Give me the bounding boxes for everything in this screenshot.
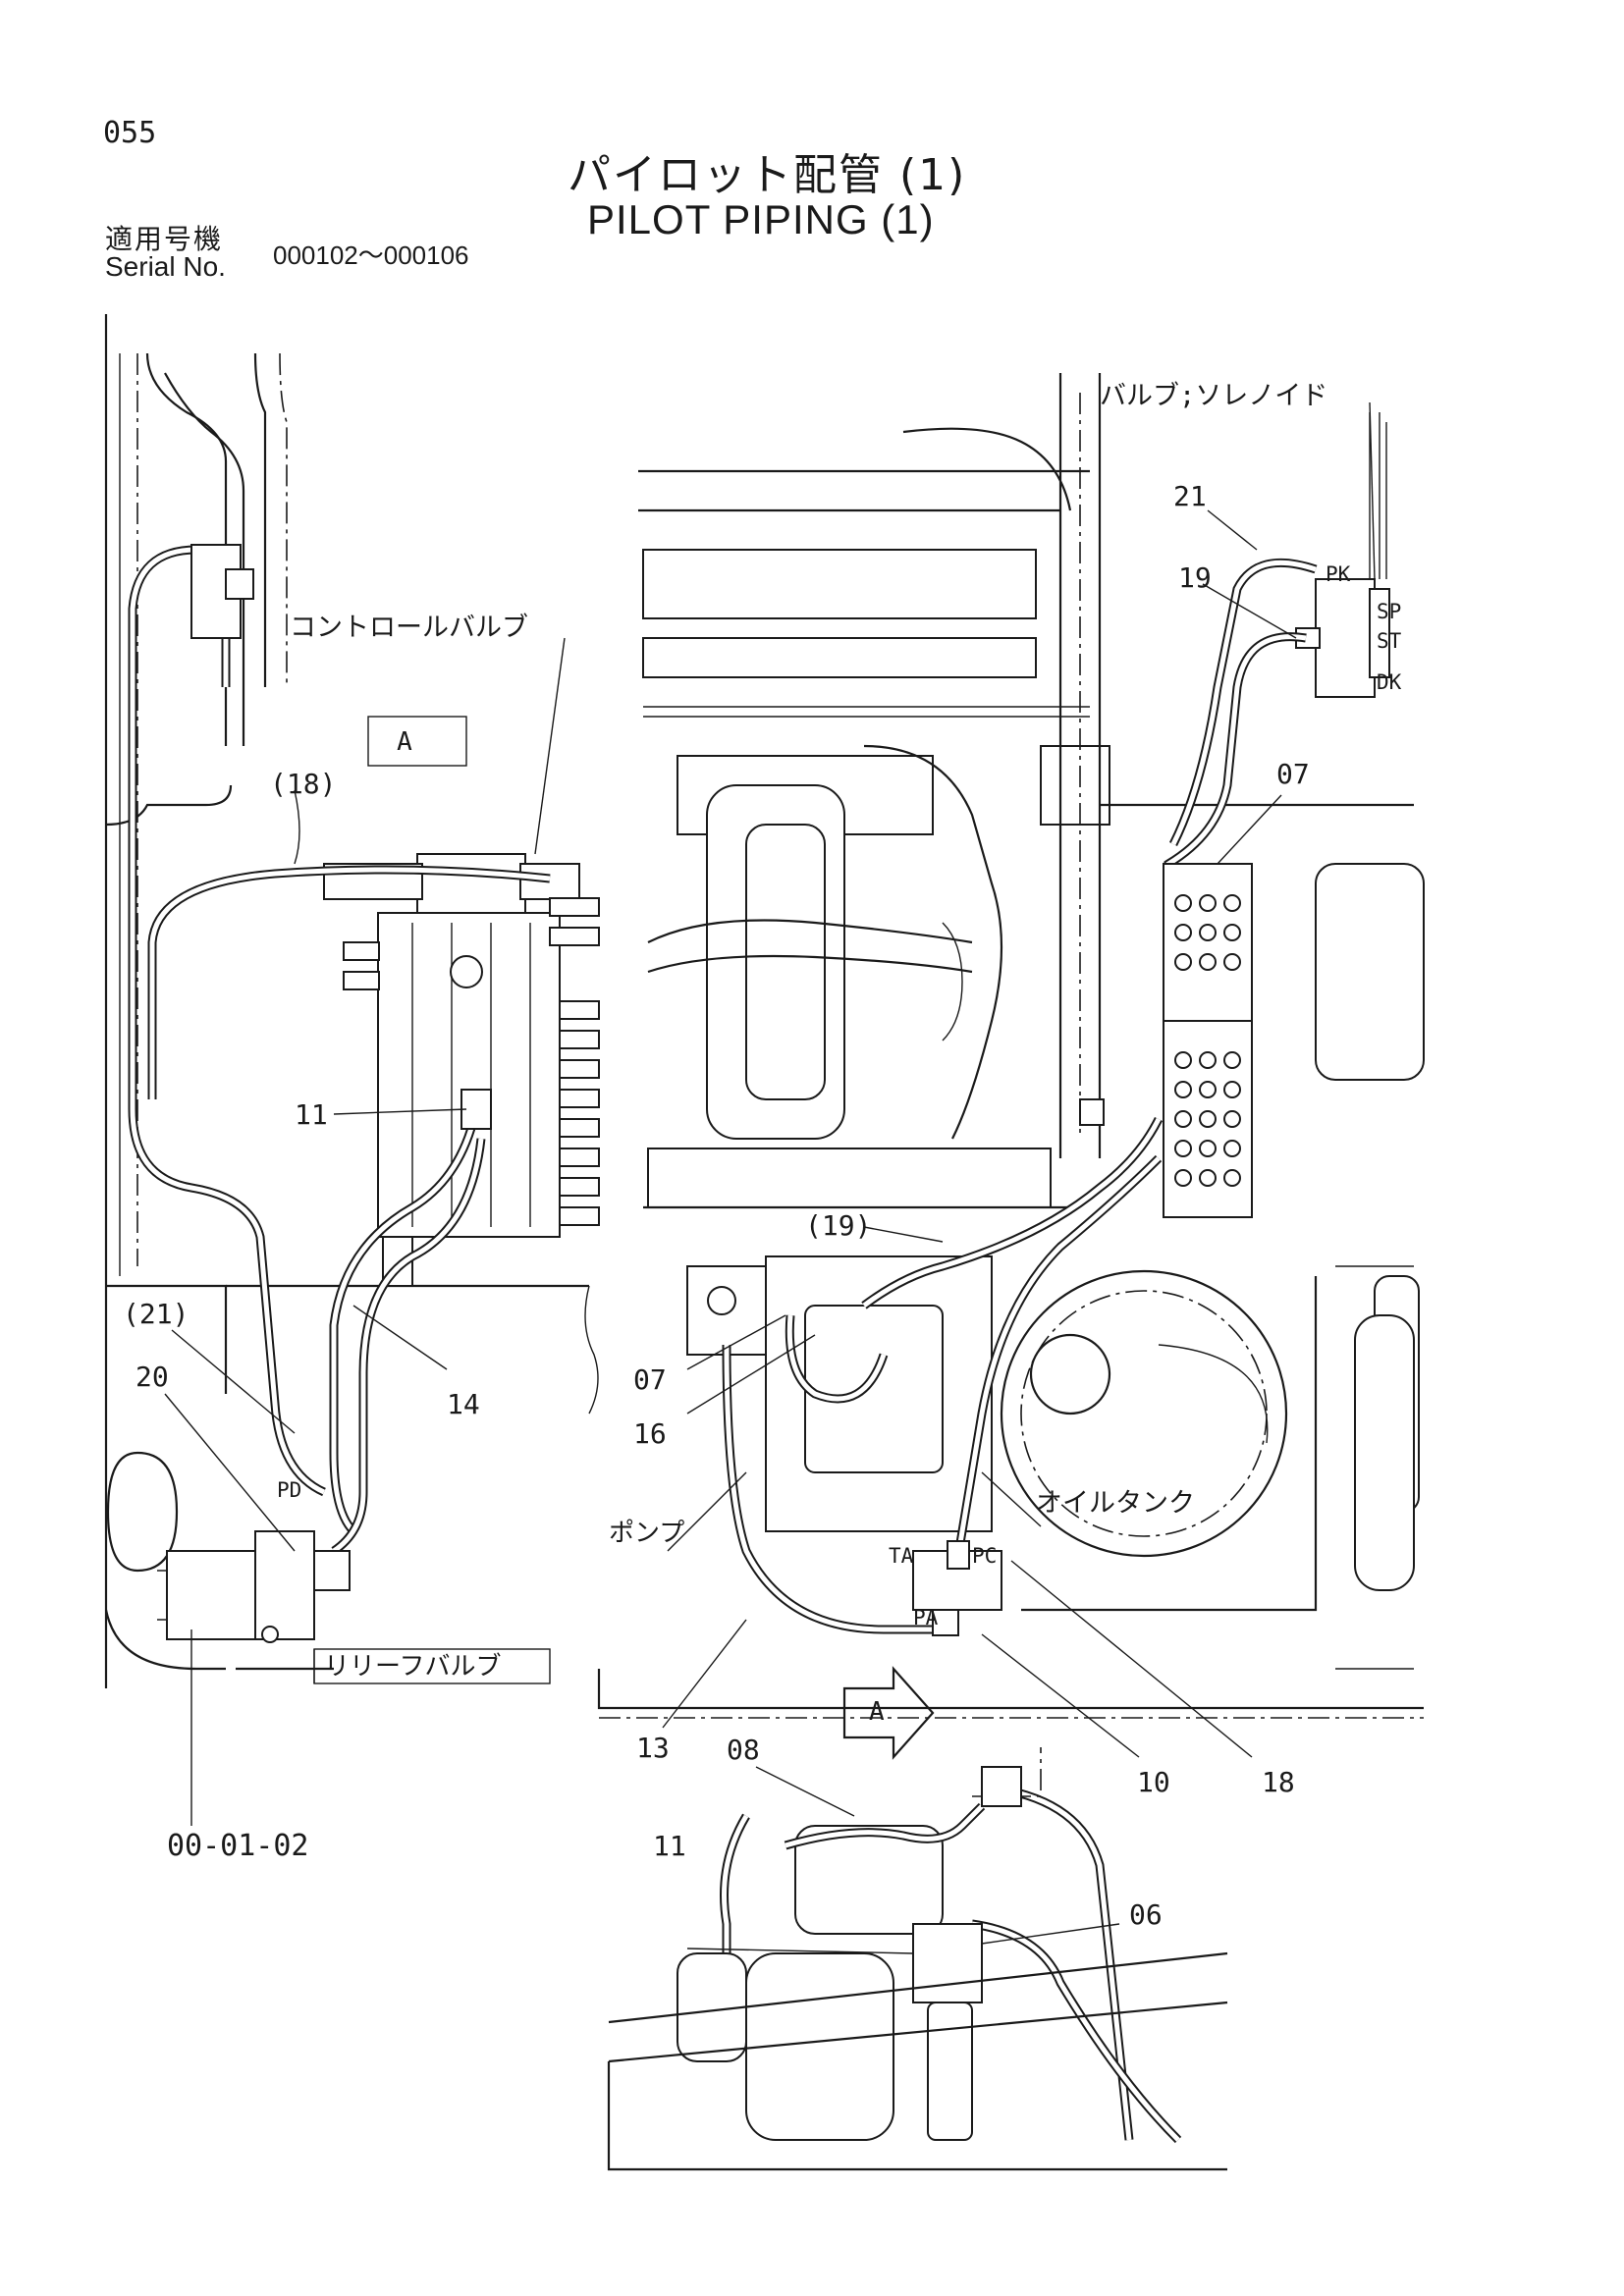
relief-valve	[157, 1530, 351, 1643]
control-valve	[323, 853, 600, 1287]
serial-label-jp: 適用号機	[105, 223, 224, 255]
serial-label-en: Serial No.	[105, 251, 226, 282]
page-title-jp: パイロット配管 (1)	[568, 150, 967, 200]
part-18-ref: (18)	[270, 768, 336, 800]
port-pd: PD	[277, 1478, 301, 1502]
labels: バルブ;ソレノイド コントロールバルブ A A ポンプ オイルタンク リリーフバ…	[123, 381, 1402, 1931]
part-06: 06	[1129, 1898, 1163, 1931]
part-19-ref: (19)	[805, 1209, 871, 1242]
view-a-arrow-label: A	[869, 1697, 885, 1727]
part-07-lower: 07	[633, 1363, 667, 1396]
left-hoses	[128, 544, 551, 1555]
solenoid-valve	[1164, 412, 1390, 883]
part-08: 08	[727, 1734, 760, 1766]
part-13: 13	[636, 1732, 670, 1764]
port-pa: PA	[913, 1606, 939, 1629]
part-20: 20	[135, 1361, 169, 1393]
part-10: 10	[1137, 1766, 1170, 1798]
part-16: 16	[633, 1417, 667, 1450]
part-14: 14	[447, 1388, 480, 1420]
part-11-lower: 11	[653, 1830, 686, 1862]
port-pk: PK	[1326, 562, 1351, 586]
part-07-upper: 07	[1276, 758, 1310, 790]
page-number: 055	[103, 116, 157, 150]
pump-label: ポンプ	[609, 1519, 684, 1548]
pilot-manifold	[1163, 863, 1425, 1513]
relief-valve-label: リリーフバルブ	[324, 1652, 501, 1682]
manifold-fittings	[1174, 894, 1241, 1187]
ref-page-label: 00-01-02	[167, 1829, 309, 1863]
leader-lines	[164, 401, 1376, 1954]
oil-tank-label: オイルタンク	[1036, 1488, 1195, 1519]
port-sp: SP	[1377, 600, 1401, 623]
part-21: 21	[1173, 480, 1207, 512]
oil-tank	[1000, 1265, 1415, 1670]
view-a-box-label: A	[397, 727, 412, 757]
part-18: 18	[1262, 1766, 1295, 1798]
pump-assembly	[686, 1098, 1164, 1636]
solenoid-valve-label: バルブ;ソレノイド	[1100, 381, 1327, 411]
engine-area	[638, 373, 1414, 1209]
serial-range: 000102～000106	[273, 240, 469, 270]
part-19: 19	[1178, 561, 1212, 594]
port-st: ST	[1377, 629, 1402, 653]
part-11-upper: 11	[295, 1098, 328, 1131]
control-valve-label: コントロールバルブ	[290, 613, 528, 643]
port-pc: PC	[972, 1544, 997, 1568]
detail-view	[607, 1747, 1228, 2171]
port-ta: TA	[889, 1544, 914, 1568]
base-frame	[597, 1666, 1424, 1760]
part-21-ref: (21)	[123, 1298, 189, 1330]
port-dk: DK	[1377, 670, 1402, 694]
page-title-en: PILOT PIPING (1)	[587, 196, 935, 242]
